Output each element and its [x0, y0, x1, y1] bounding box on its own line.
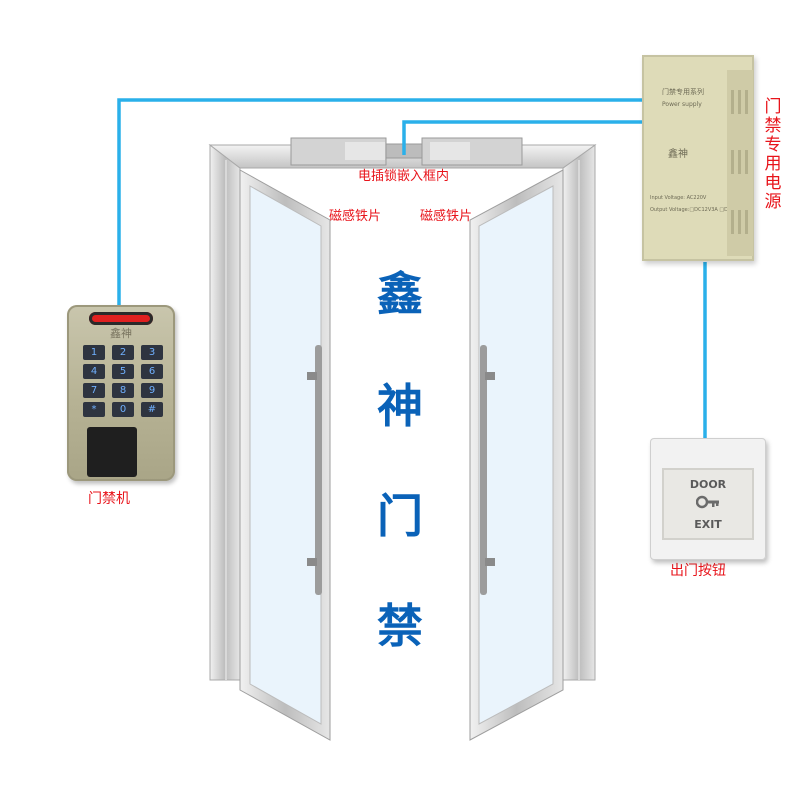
exit-button-label: 出门按钮: [670, 563, 726, 579]
magnet-label-right: 磁感铁片: [420, 209, 473, 224]
keypad-key[interactable]: 1: [83, 345, 105, 360]
keypad-key[interactable]: *: [83, 402, 105, 417]
psu-brand: 鑫神: [668, 149, 688, 160]
keypad-key[interactable]: 5: [112, 364, 134, 379]
access-controller-keypad: 鑫神 1 2 3 4 5 6 7 8 9 * 0 #: [67, 305, 175, 481]
right-door-leaf: [469, 169, 564, 741]
keypad-key[interactable]: 3: [141, 345, 163, 360]
right-door-handle: [480, 345, 495, 595]
brand-char-3: 门: [377, 489, 423, 543]
keypad-keys: 1 2 3 4 5 6 7 8 9 * 0 #: [83, 345, 163, 417]
power-supply-label-char: 用: [764, 154, 782, 174]
power-supply-label: 门 禁 专 用 电 源: [764, 98, 782, 212]
electric-bolt-lock: [290, 137, 523, 166]
psu-input: Input Voltage: AC220V: [650, 195, 707, 201]
brand-char-2: 神: [377, 379, 423, 433]
keypad-key[interactable]: #: [141, 402, 163, 417]
keypad-key[interactable]: 8: [112, 383, 134, 398]
brand-char-1: 鑫: [377, 267, 423, 321]
power-supply-label-char: 源: [764, 192, 782, 212]
keypad-key[interactable]: 2: [112, 345, 134, 360]
access-controller-label: 门禁机: [88, 491, 130, 507]
left-door-handle: [307, 345, 322, 595]
status-led: [89, 312, 153, 325]
left-door-leaf: [239, 169, 331, 741]
psu-title: 门禁专用系列: [662, 88, 704, 96]
magnet-label-left: 磁感铁片: [329, 209, 382, 224]
power-supply-label-char: 电: [764, 173, 782, 193]
keypad-brand: 鑫神: [110, 327, 132, 340]
psu-subtitle: Power supply: [662, 101, 702, 108]
brand-char-4: 禁: [377, 599, 423, 653]
key-icon: [696, 495, 719, 509]
psu-output: Output Voltage:□DC12V3A □DC12V5A: [650, 207, 748, 213]
lock-label: 电插锁嵌入框内: [358, 169, 450, 184]
keypad-key[interactable]: 6: [141, 364, 163, 379]
exit-push-button[interactable]: DOOR EXIT: [662, 468, 754, 540]
keypad-key[interactable]: 4: [83, 364, 105, 379]
keypad-key[interactable]: 0: [112, 402, 134, 417]
power-supply-label-char: 禁: [764, 116, 782, 136]
exit-door-text: DOOR: [689, 478, 727, 491]
power-supply-label-char: 专: [764, 135, 782, 155]
power-supply-label-char: 门: [764, 97, 782, 117]
exit-exit-text: EXIT: [694, 518, 722, 531]
keypad-key[interactable]: 9: [141, 383, 163, 398]
exit-button-device: DOOR EXIT: [650, 438, 766, 560]
power-supply-vents: [727, 70, 753, 256]
card-reader-area: [87, 427, 137, 477]
wiring: [117, 98, 707, 440]
keypad-key[interactable]: 7: [83, 383, 105, 398]
